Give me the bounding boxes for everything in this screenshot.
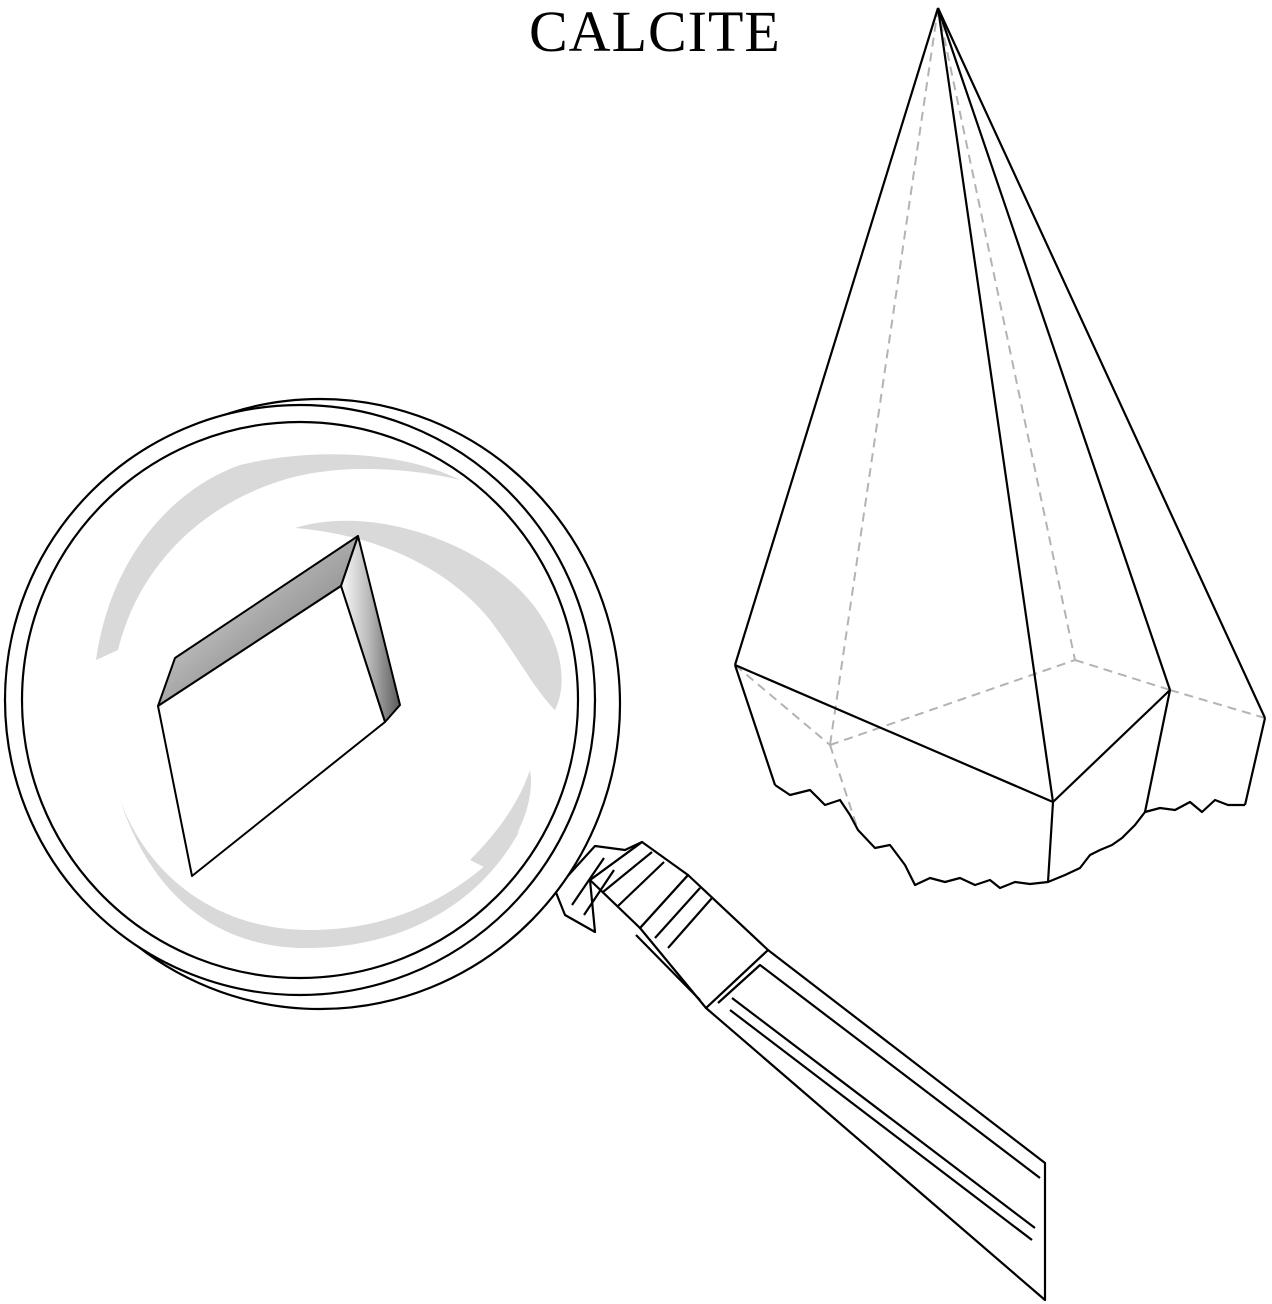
scalenohedron-crystal-icon — [735, 8, 1265, 888]
crystal-broken-base — [775, 785, 1245, 888]
crystal-visible-edges — [735, 8, 1265, 882]
magnifying-glass-icon — [5, 399, 1045, 1300]
crystal-hidden-edges — [735, 8, 1265, 830]
magnifier-handle — [555, 842, 1045, 1300]
